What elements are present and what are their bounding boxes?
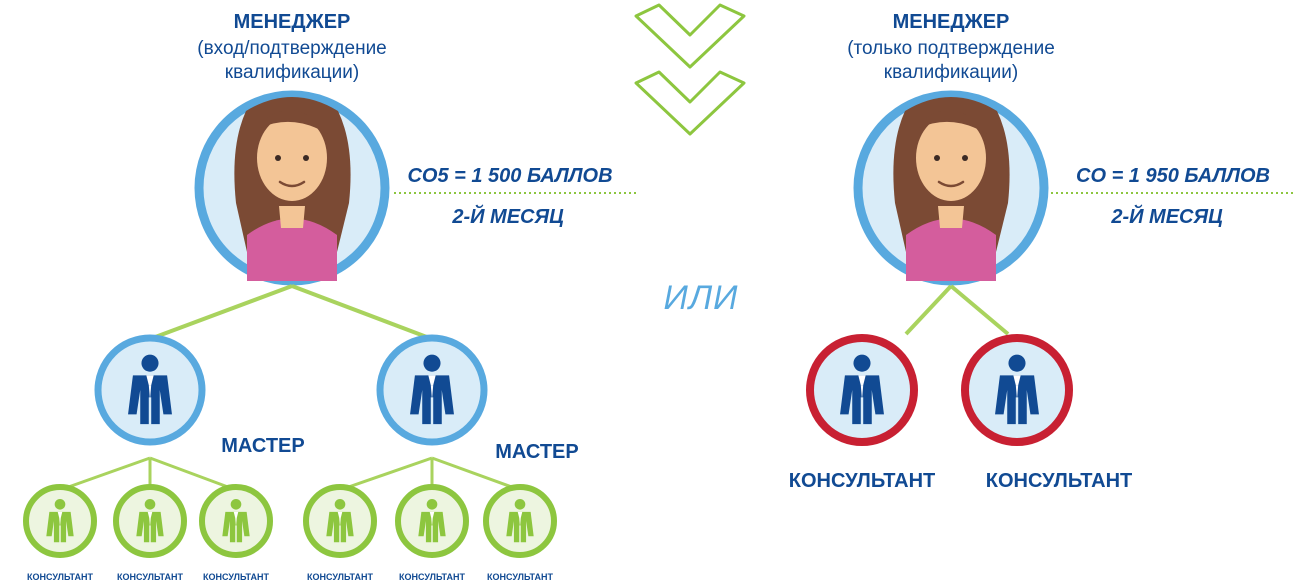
left-manager-bangs bbox=[256, 110, 328, 134]
master-node-1 bbox=[94, 334, 206, 446]
left-manager-subtitle-line-2: квалификации) bbox=[225, 62, 359, 83]
consultant-node-right-1 bbox=[806, 334, 918, 446]
right-structure: МЕНЕДЖЕР (только подтверждение квалифика… bbox=[789, 11, 1296, 492]
right-manager-title: МЕНЕДЖЕР bbox=[893, 11, 1010, 33]
master-label-1: МАСТЕР bbox=[221, 435, 304, 457]
consultant-label-left-1: КОНСУЛЬТАНТ bbox=[27, 572, 93, 582]
left-manager-face bbox=[257, 115, 327, 201]
left-manager-shirt bbox=[247, 218, 337, 281]
right-manager-subtitle-line-1: (только подтверждение bbox=[847, 38, 1055, 59]
right-manager-bangs bbox=[915, 110, 987, 134]
consultant-node-left-3 bbox=[199, 484, 273, 558]
right-metric: СО = 1 950 БАЛЛОВ bbox=[1076, 165, 1270, 187]
consultant-node-left-1 bbox=[23, 484, 97, 558]
left-period: 2-Й МЕСЯЦ bbox=[451, 204, 564, 228]
left-metric: СО5 = 1 500 БАЛЛОВ bbox=[407, 165, 612, 187]
double-chevron-down-icon bbox=[634, 3, 746, 136]
consultant-node-right-2 bbox=[961, 334, 1073, 446]
left-manager-title: МЕНЕДЖЕР bbox=[234, 11, 351, 33]
right-manager-face bbox=[916, 115, 986, 201]
consultant-label-left-3: КОНСУЛЬТАНТ bbox=[203, 572, 269, 582]
left-structure: МЕНЕДЖЕР (вход/подтверждение квалификаци… bbox=[23, 11, 636, 582]
consultant-label-left-5: КОНСУЛЬТАНТ bbox=[399, 572, 465, 582]
right-manager-subtitle-line-2: квалификации) bbox=[884, 62, 1018, 83]
master-node-2 bbox=[376, 334, 488, 446]
separator: ИЛИ bbox=[634, 3, 746, 317]
consultant-label-right-1: КОНСУЛЬТАНТ bbox=[789, 470, 936, 492]
consultant-node-left-2 bbox=[113, 484, 187, 558]
right-manager-shirt bbox=[906, 218, 996, 281]
master-label-2: МАСТЕР bbox=[495, 441, 578, 463]
left-manager-avatar bbox=[194, 90, 390, 286]
right-manager-avatar bbox=[853, 90, 1049, 286]
or-text: ИЛИ bbox=[664, 279, 739, 317]
consultant-node-left-5 bbox=[395, 484, 469, 558]
consultant-node-left-6 bbox=[483, 484, 557, 558]
left-manager-subtitle-line-1: (вход/подтверждение bbox=[197, 38, 387, 59]
consultant-label-right-2: КОНСУЛЬТАНТ bbox=[986, 470, 1133, 492]
consultant-label-left-2: КОНСУЛЬТАНТ bbox=[117, 572, 183, 582]
right-period: 2-Й МЕСЯЦ bbox=[1110, 204, 1223, 228]
consultant-label-left-4: КОНСУЛЬТАНТ bbox=[307, 572, 373, 582]
consultant-label-left-6: КОНСУЛЬТАНТ bbox=[487, 572, 553, 582]
consultant-node-left-4 bbox=[303, 484, 377, 558]
